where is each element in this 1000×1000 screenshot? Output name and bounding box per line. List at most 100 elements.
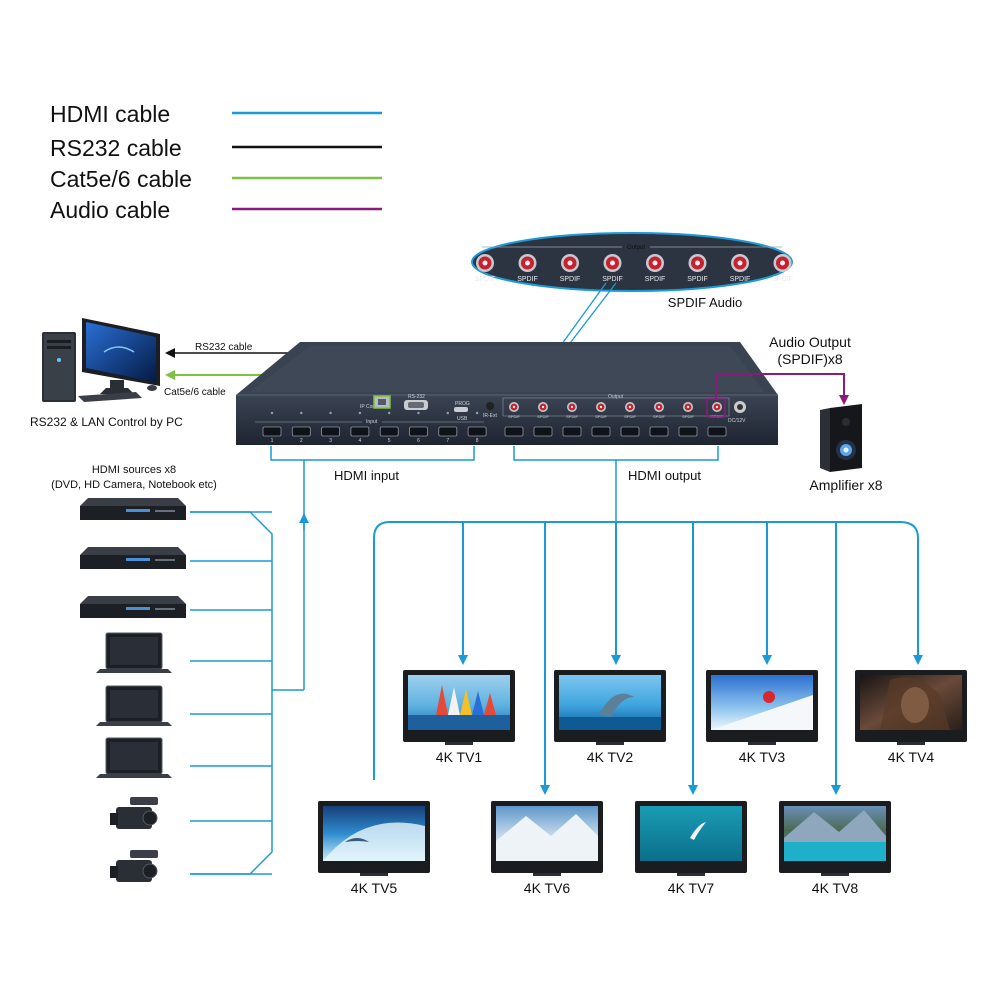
- prog-label: PROG: [455, 401, 470, 407]
- hdmi-input-port: [409, 411, 428, 437]
- hdmi-output-port: [649, 426, 669, 437]
- hdmi-output-bracket: HDMI output: [513, 446, 719, 522]
- spdif-audio-caption: SPDIF Audio: [668, 295, 742, 310]
- pc: RS232 & LAN Control by PC: [30, 318, 183, 429]
- spdif-output-label: SPDIF: [624, 414, 636, 419]
- spdif-output-label: SPDIF: [508, 414, 520, 419]
- cat-link-label: Cat5e/6 cable: [164, 387, 226, 398]
- tv-set: 4K TV6: [491, 801, 603, 896]
- camcorder-icon: [110, 850, 158, 882]
- hdmi-output-port: [678, 426, 698, 437]
- tv-set-group: 4K TV1 4K TV2 4K TV3 4K TV4 4K TV5 4K TV6 4K T…: [318, 670, 967, 896]
- spdif-port-icon: [731, 254, 749, 272]
- spdif-port-label: SPDIF: [645, 276, 666, 283]
- audio-link: Audio Output (SPDIF)x8: [715, 334, 851, 405]
- spdif-output-jack: [567, 402, 577, 412]
- hdmi-input-port: [438, 411, 458, 437]
- amplifier: Amplifier x8: [809, 404, 883, 493]
- dvd-player-icon: [80, 547, 186, 569]
- tv-bus-line: [373, 521, 923, 780]
- amplifier-label: Amplifier x8: [809, 477, 882, 493]
- laptop-icon: [96, 737, 172, 778]
- spdif-port-label: SPDIF: [560, 276, 581, 283]
- spdif-port-icon: [646, 254, 664, 272]
- hdmi-input-number: 3: [329, 438, 332, 444]
- tv-label: 4K TV1: [436, 749, 483, 765]
- spdif-port-label: SPDIF: [517, 276, 538, 283]
- audio-output-subtitle: (SPDIF)x8: [777, 351, 843, 367]
- ip-control-label: IP Control: [360, 404, 382, 410]
- spdif-panel-body: [471, 232, 793, 292]
- laptop-icon: [96, 685, 172, 726]
- tv-set: 4K TV8: [779, 801, 891, 896]
- hdmi-input-number: 7: [446, 438, 449, 444]
- hdmi-output-label: HDMI output: [628, 468, 701, 483]
- spdif-port-icon: [603, 254, 622, 272]
- hdmi-input-number: 1: [271, 438, 274, 444]
- hdmi-input-number: 5: [388, 438, 391, 444]
- tv-set: 4K TV4: [855, 670, 967, 765]
- hdmi-output-port: [533, 426, 553, 437]
- tv-label: 4K TV8: [812, 880, 859, 896]
- usb-label: USB: [457, 416, 468, 422]
- hdmi-input-port: [379, 411, 399, 437]
- hdmi-input-bracket: HDMI input: [270, 446, 475, 690]
- tv-set: 4K TV5: [318, 801, 430, 896]
- sources-bus-line: [190, 511, 273, 875]
- spdif-output-label: SPDIF: [566, 414, 578, 419]
- ir-ext-label: IR-Ext: [483, 413, 498, 419]
- pc-label: RS232 & LAN Control by PC: [30, 415, 183, 429]
- pc-mouse: [147, 385, 157, 391]
- legend-item-hdmi: HDMI cable: [50, 101, 382, 127]
- output-section-label: Output: [608, 394, 624, 400]
- audio-output-title: Audio Output: [769, 334, 851, 350]
- legend-item-rs232: RS232 cable: [50, 135, 382, 161]
- hdmi-output-port: [620, 426, 640, 437]
- rs232-port-label: RS-232: [408, 394, 425, 400]
- tv-label: 4K TV7: [668, 880, 715, 896]
- spdif-output-label: SPDIF: [682, 414, 694, 419]
- spdif-output-label: SPDIF: [653, 414, 665, 419]
- spdif-port-icon: [688, 254, 707, 272]
- tv-screen: [640, 806, 742, 861]
- legend-label: Audio cable: [50, 197, 170, 223]
- hdmi-output-ports: [504, 426, 727, 437]
- tv-label: 4K TV5: [351, 880, 398, 896]
- tv-set: 4K TV2: [554, 670, 666, 765]
- tv-set: 4K TV1: [403, 670, 515, 765]
- spdif-output-jack: [625, 402, 635, 412]
- hdmi-output-port: [562, 426, 582, 437]
- sources-subtitle: (DVD, HD Camera, Notebook etc): [51, 479, 217, 491]
- hdmi-input-number: 6: [417, 438, 420, 444]
- hdmi-output-port: [707, 426, 727, 437]
- spdif-port-icon: [518, 254, 537, 272]
- spdif-output-jack: [509, 402, 519, 412]
- audio-link-line: [715, 373, 849, 405]
- spdif-output-label: SPDIF: [595, 414, 607, 419]
- legend: HDMI cable RS232 cable Cat5e/6 cable Aud…: [50, 101, 382, 223]
- dvd-player-icon: [80, 498, 186, 520]
- tv-label: 4K TV2: [587, 749, 634, 765]
- pc-tower: [42, 332, 76, 402]
- source-devices: [80, 498, 272, 882]
- tv-set: 4K TV3: [706, 670, 818, 765]
- hdmi-input-port: [291, 411, 311, 437]
- spdif-port-icon: [561, 254, 579, 272]
- matrix-switch: IP Control RS-232 PROG USB IR-Ext Input …: [236, 342, 778, 445]
- hdmi-input-port: [467, 411, 487, 437]
- spdif-port-label: SPDIF: [602, 276, 623, 283]
- spdif-port-label: SPDIF: [772, 276, 793, 283]
- spdif-output-jack: [538, 402, 548, 412]
- hdmi-output-port: [504, 426, 524, 437]
- laptop-icon: [96, 632, 172, 673]
- hdmi-output-port: [591, 426, 611, 437]
- ir-ext-port: [486, 402, 494, 410]
- hdmi-sources: HDMI sources x8 (DVD, HD Camera, Noteboo…: [51, 464, 304, 882]
- spdif-output-jack: [596, 402, 606, 412]
- tv-distribution: 4K TV1 4K TV2 4K TV3 4K TV4 4K TV5 4K TV6 4K T…: [318, 521, 967, 896]
- legend-item-audio: Audio cable: [50, 197, 382, 223]
